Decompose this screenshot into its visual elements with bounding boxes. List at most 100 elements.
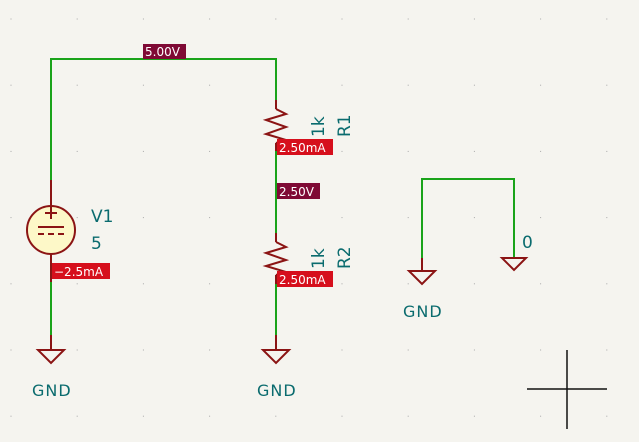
r2-value: 1k <box>309 248 329 269</box>
r2-reference: R2 <box>335 246 355 269</box>
grid-dot <box>540 415 542 417</box>
grid-dot <box>10 415 12 417</box>
grid-dot <box>76 415 78 417</box>
grid-dot <box>473 349 475 351</box>
grid-dot <box>209 349 211 351</box>
grid-dot <box>10 150 12 152</box>
ground-icon <box>35 349 67 365</box>
grid-dot <box>606 217 608 219</box>
sim-label-r2-current: 2.50mA <box>277 271 333 287</box>
gnd-symbol-right[interactable]: GND <box>403 258 443 321</box>
grid-dot <box>540 84 542 86</box>
ground-icon <box>260 349 292 365</box>
zero-ref-label: 0 <box>522 233 533 253</box>
r1-reference: R1 <box>335 114 355 137</box>
grid-dot <box>606 18 608 20</box>
sim-label-r1-current: 2.50mA <box>277 139 333 155</box>
r1-value: 1k <box>309 116 329 137</box>
v1-value: 5 <box>91 234 102 254</box>
grid-dot <box>473 18 475 20</box>
grid-dot <box>540 283 542 285</box>
grid-dot <box>76 217 78 219</box>
grid-dot <box>341 217 343 219</box>
grid-dot <box>540 150 542 152</box>
grid-dot <box>142 217 144 219</box>
r1-zigzag <box>262 108 290 144</box>
grid-dot <box>341 349 343 351</box>
grid-dot <box>407 150 409 152</box>
grid-dot <box>10 283 12 285</box>
grid-dot <box>407 283 409 285</box>
grid-dot <box>209 283 211 285</box>
grid-dot <box>341 150 343 152</box>
grid-dot <box>10 18 12 20</box>
gnd-symbol-v1[interactable]: GND <box>32 335 72 400</box>
grid-dot <box>407 349 409 351</box>
grid-dot <box>142 349 144 351</box>
current-readout: 2.50mA <box>279 273 326 287</box>
grid-dot <box>142 283 144 285</box>
grid-dot <box>540 349 542 351</box>
current-readout: −2.5mA <box>54 265 104 279</box>
grid-dot <box>76 150 78 152</box>
grid-dot <box>209 217 211 219</box>
grid-dot <box>142 18 144 20</box>
grid-dot <box>209 84 211 86</box>
grid-dot <box>275 415 277 417</box>
grid-dot <box>407 18 409 20</box>
gnd-symbol-r2[interactable]: GND <box>257 335 297 400</box>
grid-dot <box>275 18 277 20</box>
grid-dot <box>209 415 211 417</box>
wire-top-net[interactable] <box>50 58 277 180</box>
grid-dot <box>473 283 475 285</box>
grid-dot <box>341 415 343 417</box>
grid-dot <box>76 349 78 351</box>
grid-dot <box>341 84 343 86</box>
grid-dot <box>341 283 343 285</box>
resistor-r1[interactable]: 1k R1 <box>262 100 355 151</box>
sim-label-mid-voltage: 2.50V <box>277 183 320 199</box>
ground-icon <box>406 270 438 286</box>
grid-dot <box>473 84 475 86</box>
grid-dot <box>209 18 211 20</box>
grid-dot <box>209 150 211 152</box>
wire-gnd-to-zero[interactable] <box>421 178 515 258</box>
voltage-readout: 5.00V <box>145 45 181 59</box>
grid-dot <box>76 84 78 86</box>
grid-dot <box>473 415 475 417</box>
grid-dot <box>142 415 144 417</box>
grid-dot <box>10 349 12 351</box>
dc-source-icon <box>38 207 64 235</box>
grid-dot <box>606 84 608 86</box>
grid-dot <box>606 349 608 351</box>
sim-label-top-voltage: 5.00V <box>143 44 186 59</box>
grid-dot <box>606 150 608 152</box>
grid-dot <box>473 217 475 219</box>
r2-zigzag <box>262 241 290 276</box>
current-readout: 2.50mA <box>279 141 326 155</box>
grid-dot <box>142 84 144 86</box>
grid-dot <box>10 217 12 219</box>
gnd-label: GND <box>403 302 443 321</box>
grid-dot <box>606 415 608 417</box>
grid-dot <box>142 150 144 152</box>
grid-dot <box>540 18 542 20</box>
zero-ref-symbol[interactable]: 0 <box>499 233 533 272</box>
ground-icon <box>499 257 529 272</box>
grid-dot <box>76 18 78 20</box>
sim-label-v1-current: −2.5mA <box>52 263 110 279</box>
v1-body <box>26 205 76 255</box>
voltage-source-v1[interactable]: V1 5 <box>26 180 113 282</box>
grid-dot <box>10 84 12 86</box>
grid-dot <box>407 217 409 219</box>
gnd-label: GND <box>32 381 72 400</box>
gnd-label: GND <box>257 381 297 400</box>
crosshair-cursor-icon <box>527 350 607 429</box>
grid-dot <box>341 18 343 20</box>
grid-dot <box>76 283 78 285</box>
v1-reference: V1 <box>91 207 113 227</box>
grid-dot <box>473 150 475 152</box>
grid-dot <box>407 415 409 417</box>
grid-dot <box>540 217 542 219</box>
